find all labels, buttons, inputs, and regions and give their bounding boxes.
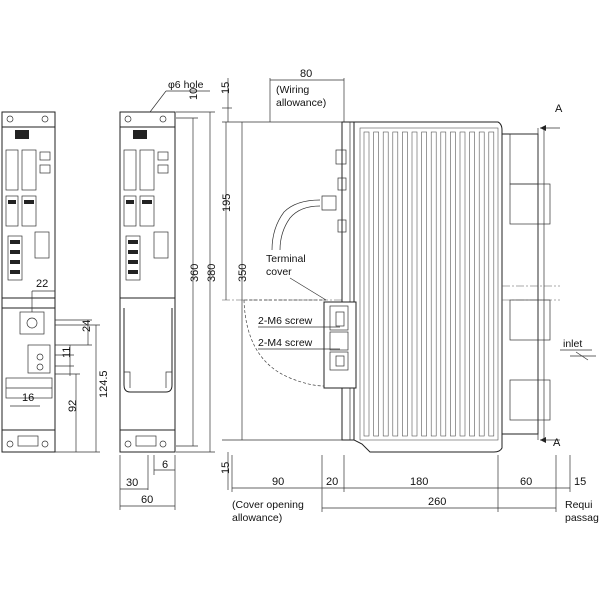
section-a-top: A — [555, 103, 563, 115]
dim-360: 360 — [189, 264, 201, 282]
logo-icon-2 — [133, 130, 147, 139]
dim-180: 180 — [410, 476, 428, 488]
heatsink-fin — [450, 131, 456, 437]
heatsink-fin — [440, 131, 447, 437]
wiring-label-1: (Wiring — [276, 84, 309, 96]
dim-80: 80 — [300, 68, 312, 80]
terminal-cover-line1: Terminal — [266, 253, 306, 265]
front-right-dimensions: 6 30 60 360 380 — [119, 111, 218, 510]
dim-16: 16 — [22, 392, 34, 404]
heatsink-fin — [488, 131, 495, 437]
heatsink-fin — [459, 131, 466, 437]
dim-15-bottom: 15 — [220, 462, 232, 474]
dim-92: 92 — [67, 400, 79, 412]
heatsink-fin — [402, 131, 408, 437]
heatsink-fin — [363, 131, 370, 437]
heatsink-fin — [373, 131, 379, 437]
dim-260: 260 — [428, 496, 446, 508]
dim-30: 30 — [126, 477, 138, 489]
dim-20: 20 — [326, 476, 338, 488]
top-dimensions: 80 (Wiring allowance) 15 10 350 195 15 — [188, 68, 345, 490]
terminal-cover-line2: cover — [266, 266, 292, 278]
dim-60: 60 — [141, 494, 153, 506]
dim-195: 195 — [221, 194, 233, 212]
dim-10-top: 10 — [188, 88, 200, 100]
wiring-label-2: allowance) — [276, 97, 326, 109]
side-labels: Terminal cover 2-M6 screw 2-M4 screw — [258, 253, 340, 350]
heatsink-fins — [363, 131, 495, 437]
bottom-dimensions: 90 20 180 60 15 260 (Cover opening allow… — [231, 455, 599, 524]
dim-6: 6 — [162, 459, 168, 471]
required-label-2: passag — [565, 512, 599, 524]
required-label-1: Requi — [565, 499, 592, 511]
heatsink-fin — [382, 131, 389, 437]
front-view-right — [119, 111, 176, 453]
dim-15-top: 15 — [220, 82, 232, 94]
heatsink-fin — [421, 131, 427, 437]
inlet-label: inlet — [563, 338, 582, 350]
heatsink-fin — [469, 131, 475, 437]
hole-label: φ6 hole — [168, 79, 204, 91]
heatsink-fin — [478, 131, 485, 437]
cover-label-2: allowance) — [232, 512, 282, 524]
dim-11: 11 — [61, 347, 73, 358]
side-view: A A inlet — [222, 103, 596, 453]
cover-label-1: (Cover opening — [232, 499, 304, 511]
heatsink-fin — [430, 131, 437, 437]
dim-90: 90 — [272, 476, 284, 488]
dim-124-5: 124.5 — [98, 370, 110, 398]
dim-24: 24 — [81, 320, 93, 332]
front-view-left — [1, 111, 56, 453]
dim-350: 350 — [237, 264, 249, 282]
heatsink-fin — [411, 131, 418, 437]
hole-callout: φ6 hole — [149, 79, 210, 113]
dim-60-side: 60 — [520, 476, 532, 488]
dim-15-side: 15 — [574, 476, 586, 488]
section-a-bottom: A — [553, 437, 561, 449]
front-left-dimensions: 22 24 11 16 92 124.5 — [10, 278, 110, 453]
m6-screw-label: 2-M6 screw — [258, 315, 313, 327]
heatsink-fin — [392, 131, 399, 437]
dim-380: 380 — [206, 264, 218, 282]
logo-icon — [15, 130, 29, 139]
dim-22: 22 — [36, 278, 48, 290]
m4-screw-label: 2-M4 screw — [258, 337, 313, 349]
